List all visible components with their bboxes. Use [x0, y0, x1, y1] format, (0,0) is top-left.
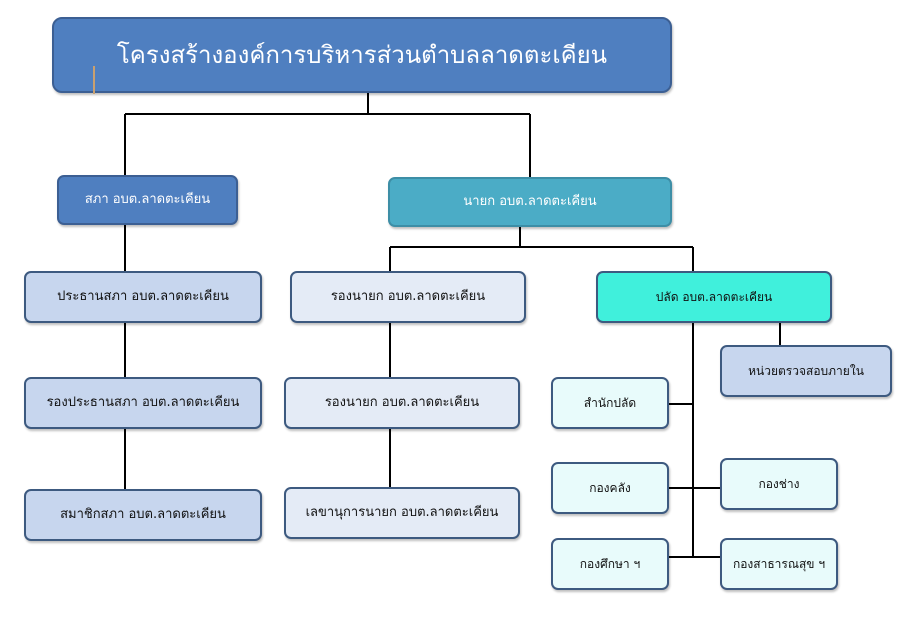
division-box-engineering: กองช่าง — [720, 458, 838, 510]
clerk-box: ปลัด อบต.ลาดตะเคียน — [596, 271, 832, 323]
division-label-office: สำนักปลัด — [583, 395, 637, 410]
internal-audit-box: หน่วยตรวจสอบภายใน — [720, 345, 892, 397]
mayor-box: นายก อบต.ลาดตะเคียน — [388, 177, 672, 227]
text-cursor — [93, 66, 95, 94]
clerk-label: ปลัด อบต.ลาดตะเคียน — [655, 289, 773, 304]
division-box-office: สำนักปลัด — [551, 377, 669, 429]
mayor-secretary-label: เลขานุการนายก อบต.ลาดตะเคียน — [305, 505, 499, 521]
council-vice-chair-box: รองประธานสภา อบต.ลาดตะเคียน — [24, 377, 262, 429]
division-box-finance: กองคลัง — [551, 462, 669, 514]
division-label-public-health: กองสาธารณสุข ฯ — [732, 556, 826, 571]
council-member-box: สมาชิกสภา อบต.ลาดตะเคียน — [24, 489, 262, 541]
internal-audit-label: หน่วยตรวจสอบภายใน — [748, 363, 864, 378]
deputy-mayor-label-2: รองนายก อบต.ลาดตะเคียน — [324, 395, 480, 411]
council-chair-label: ประธานสภา อบต.ลาดตะเคียน — [57, 289, 229, 305]
mayor-secretary-box: เลขานุการนายก อบต.ลาดตะเคียน — [284, 487, 520, 539]
council-member-label: สมาชิกสภา อบต.ลาดตะเคียน — [60, 507, 226, 523]
mayor-label: นายก อบต.ลาดตะเคียน — [463, 194, 597, 210]
division-label-engineering: กองช่าง — [758, 476, 800, 491]
org-title-text: โครงสร้างองค์การบริหารส่วนตำบลลาดตะเคียน — [116, 40, 608, 69]
division-box-education: กองศึกษา ฯ — [551, 538, 669, 590]
division-box-public-health: กองสาธารณสุข ฯ — [720, 538, 838, 590]
division-label-education: กองศึกษา ฯ — [579, 556, 641, 571]
council-label: สภา อบต.ลาดตะเคียน — [84, 192, 211, 208]
deputy-mayor-box-2: รองนายก อบต.ลาดตะเคียน — [284, 377, 520, 429]
division-label-finance: กองคลัง — [589, 480, 631, 495]
deputy-mayor-box-1: รองนายก อบต.ลาดตะเคียน — [290, 271, 526, 323]
council-chair-box: ประธานสภา อบต.ลาดตะเคียน — [24, 271, 262, 323]
org-title: โครงสร้างองค์การบริหารส่วนตำบลลาดตะเคียน — [52, 17, 672, 93]
council-vice-chair-label: รองประธานสภา อบต.ลาดตะเคียน — [46, 395, 240, 411]
deputy-mayor-label-1: รองนายก อบต.ลาดตะเคียน — [330, 289, 486, 305]
council-box: สภา อบต.ลาดตะเคียน — [57, 175, 238, 225]
